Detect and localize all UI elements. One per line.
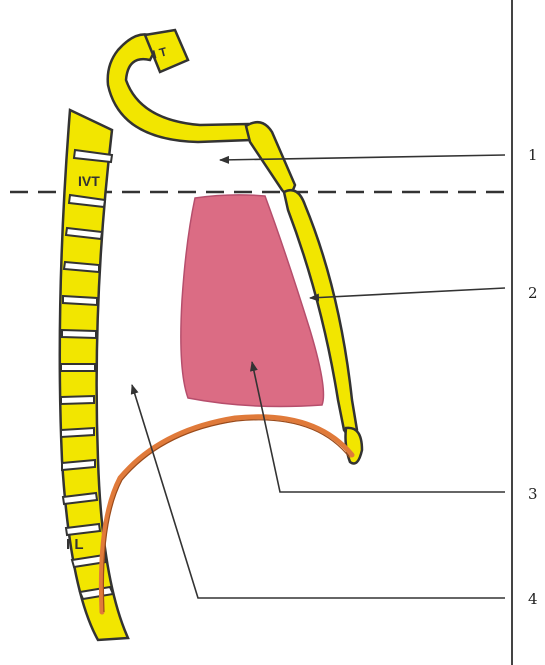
vertebra-label-middle: IVT	[78, 173, 100, 189]
callout-2: 2	[528, 284, 538, 302]
diaphragm	[101, 417, 352, 612]
callout-3: 3	[528, 485, 538, 503]
callout-1: 1	[528, 146, 538, 164]
arrow-2	[310, 288, 505, 298]
vertebra-label-bottom: I L	[66, 536, 84, 553]
xiphoid	[346, 428, 363, 464]
callout-4: 4	[528, 590, 538, 608]
vertebral-column	[60, 110, 128, 640]
